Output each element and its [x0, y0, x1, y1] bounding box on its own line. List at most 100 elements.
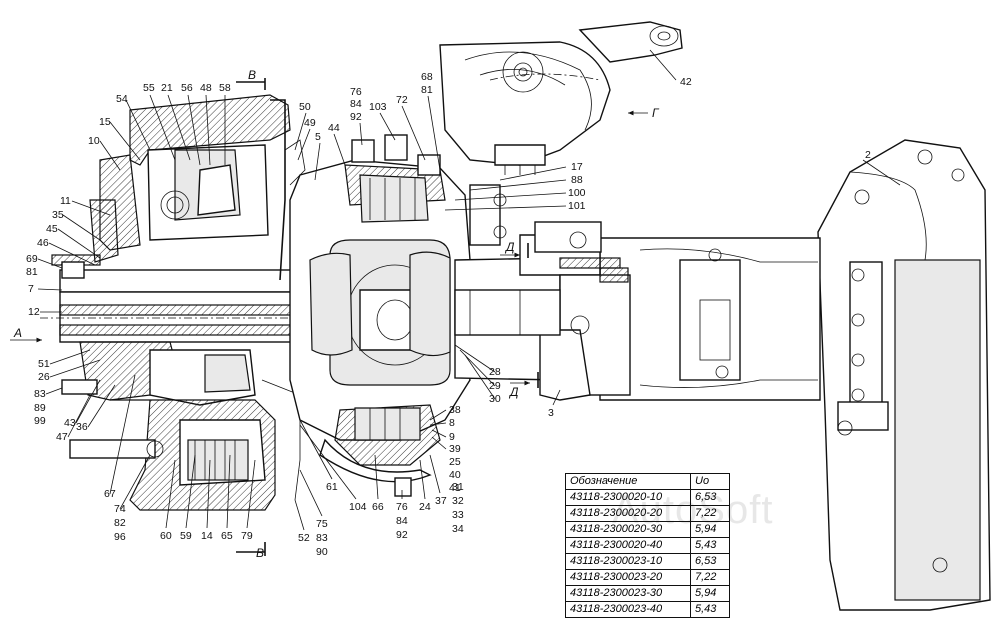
axle-housing — [599, 139, 991, 611]
part-label: 96 — [114, 531, 126, 543]
part-label: 104 — [349, 501, 367, 513]
part-label: 101 — [568, 200, 586, 212]
part-label: 45 — [46, 223, 58, 235]
part-label: 56 — [181, 82, 193, 94]
part-label: 67 — [104, 488, 116, 500]
part-label: 90 — [316, 546, 328, 558]
part-label: 42 — [680, 76, 692, 88]
leader-lines — [37, 49, 901, 531]
part-label: 81 — [421, 84, 433, 96]
part-label: 8 — [449, 417, 455, 429]
part-label: 46 — [37, 237, 49, 249]
part-label: 65 — [221, 530, 233, 542]
part-label: 82 — [114, 517, 126, 529]
part-label: 15 — [99, 116, 111, 128]
part-label: 36 — [76, 421, 88, 433]
part-label: 81 — [26, 266, 38, 278]
part-label: 12 — [28, 306, 40, 318]
part-label: 49 — [304, 117, 316, 129]
part-label: 33 — [452, 509, 464, 521]
part-label: 37 — [435, 495, 447, 507]
part-label: 48 — [200, 82, 212, 94]
part-label: 34 — [452, 523, 464, 535]
part-label: 21 — [161, 82, 173, 94]
part-label: 24 — [419, 501, 431, 513]
part-label: 103 — [369, 101, 387, 113]
part-label: 60 — [160, 530, 172, 542]
part-label: 17 — [571, 161, 583, 173]
part-label: 40 — [449, 469, 461, 481]
steering-knuckle — [439, 21, 683, 175]
view-d-top-label: Д — [504, 240, 515, 254]
part-label: 68 — [421, 71, 433, 83]
part-label: 89 — [34, 402, 46, 414]
part-label: 92 — [396, 529, 408, 541]
part-label: 58 — [219, 82, 231, 94]
part-label: 54 — [116, 93, 128, 105]
part-label: 74 — [114, 503, 126, 515]
table-header-designation: Обозначение — [565, 473, 691, 490]
part-label: 76 — [396, 501, 408, 513]
part-label: 44 — [328, 122, 340, 134]
view-a-label: А — [13, 326, 22, 340]
part-label: 10 — [88, 135, 100, 147]
part-label: 76 — [350, 86, 362, 98]
part-label: 99 — [34, 415, 46, 427]
part-label: 7 — [28, 283, 34, 295]
part-label: 3 — [548, 407, 554, 419]
part-label: 2 — [865, 149, 871, 161]
part-label: 69 — [26, 253, 38, 265]
part-label: 25 — [449, 456, 461, 468]
part-label: 11 — [60, 195, 71, 207]
part-label: 38 — [449, 404, 461, 416]
part-label: 5 — [315, 131, 321, 143]
part-label: 88 — [571, 174, 583, 186]
part-label: 50 — [299, 101, 311, 113]
part-label: 55 — [143, 82, 155, 94]
part-label: 39 — [449, 443, 461, 455]
part-label: 84 — [350, 98, 362, 110]
part-label: 72 — [396, 94, 408, 106]
differential — [289, 134, 631, 497]
part-label: 52 — [298, 532, 310, 544]
part-label: 61 — [326, 481, 338, 493]
part-label: 28 — [489, 366, 501, 378]
part-label: 30 — [489, 393, 501, 405]
part-label: 83 — [34, 388, 46, 400]
view-b-top-label: В — [248, 68, 256, 82]
table-header-ratio: Uo — [690, 473, 730, 490]
section-markers — [10, 78, 648, 556]
part-label: 92 — [350, 111, 362, 123]
part-label: 59 — [180, 530, 192, 542]
part-label: 47 — [56, 431, 68, 443]
part-label: 32 — [452, 495, 464, 507]
view-g-label: Г — [652, 106, 660, 120]
part-label: 43 — [64, 417, 76, 429]
part-label: 31 — [452, 481, 464, 493]
part-label: 51 — [38, 358, 50, 370]
part-label: 83 — [316, 532, 328, 544]
part-label: 26 — [38, 371, 50, 383]
part-label: 66 — [372, 501, 384, 513]
part-label: 14 — [201, 530, 213, 542]
part-label: 9 — [449, 431, 455, 443]
part-label: 75 — [316, 518, 328, 530]
part-label: 100 — [568, 187, 586, 199]
part-label: 41 — [449, 482, 461, 494]
view-b-bottom-label: В — [256, 546, 264, 560]
part-label: 35 — [52, 209, 64, 221]
part-label: 79 — [241, 530, 253, 542]
part-label: 29 — [489, 380, 501, 392]
